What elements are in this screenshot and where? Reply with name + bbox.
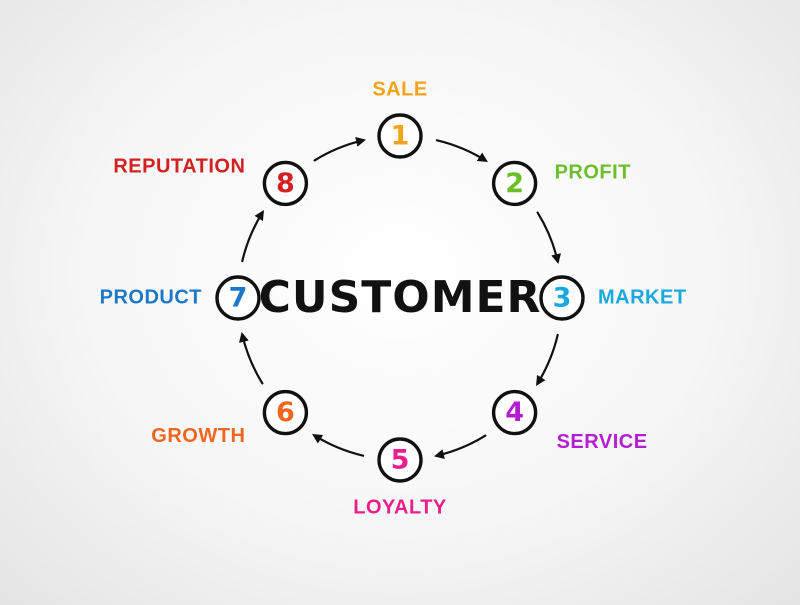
cycle-node-6: 6 xyxy=(262,389,309,436)
cycle-node-5: 5 xyxy=(377,437,423,483)
center-title: CUSTOMER xyxy=(259,272,542,323)
cycle-node-1: 1 xyxy=(377,113,423,159)
cycle-nodes: 1 2 3 4 5 6 7 8 xyxy=(215,113,585,483)
cycle-arrows xyxy=(239,137,561,459)
cycle-arrow xyxy=(536,333,559,386)
node-ring xyxy=(215,275,261,321)
node-ring xyxy=(262,389,309,436)
node-ring xyxy=(491,389,538,436)
node-number: 4 xyxy=(505,397,524,428)
cycle-node-4: 4 xyxy=(491,389,538,436)
cycle-arrow xyxy=(536,211,561,265)
node-label-product: PRODUCT xyxy=(100,286,202,308)
cycle-labels: SALE PROFIT MARKET SERVICE LOYALTY GROWTH PROD… xyxy=(100,78,687,518)
node-ring xyxy=(539,275,585,321)
node-ring xyxy=(262,160,309,207)
node-number: 7 xyxy=(229,283,248,314)
cycle-node-8: 8 xyxy=(262,160,309,207)
node-label-loyalty: LOYALTY xyxy=(353,496,447,518)
node-label-sale: SALE xyxy=(372,78,427,100)
node-label-reputation: REPUTATION xyxy=(113,156,245,178)
node-number: 8 xyxy=(276,168,295,199)
node-label-service: SERVICE xyxy=(557,431,648,453)
node-ring xyxy=(377,437,423,483)
node-label-profit: PROFIT xyxy=(555,162,631,184)
cycle-arrow xyxy=(241,210,264,263)
node-number: 6 xyxy=(276,397,295,428)
node-number: 5 xyxy=(391,445,410,476)
node-number: 1 xyxy=(391,121,410,152)
cycle-node-3: 3 xyxy=(539,275,585,321)
node-ring xyxy=(377,113,423,159)
node-number: 2 xyxy=(505,168,524,199)
cycle-arrow xyxy=(312,434,365,457)
node-number: 3 xyxy=(553,283,572,314)
node-ring xyxy=(491,160,538,207)
node-label-growth: GROWTH xyxy=(151,425,245,447)
cycle-node-2: 2 xyxy=(491,160,538,207)
cycle-arrow xyxy=(313,137,367,162)
node-label-market: MARKET xyxy=(598,286,687,308)
cycle-arrow xyxy=(239,331,264,385)
cycle-arrow xyxy=(433,434,487,459)
cycle-node-7: 7 xyxy=(215,275,261,321)
cycle-arrow xyxy=(435,139,488,162)
